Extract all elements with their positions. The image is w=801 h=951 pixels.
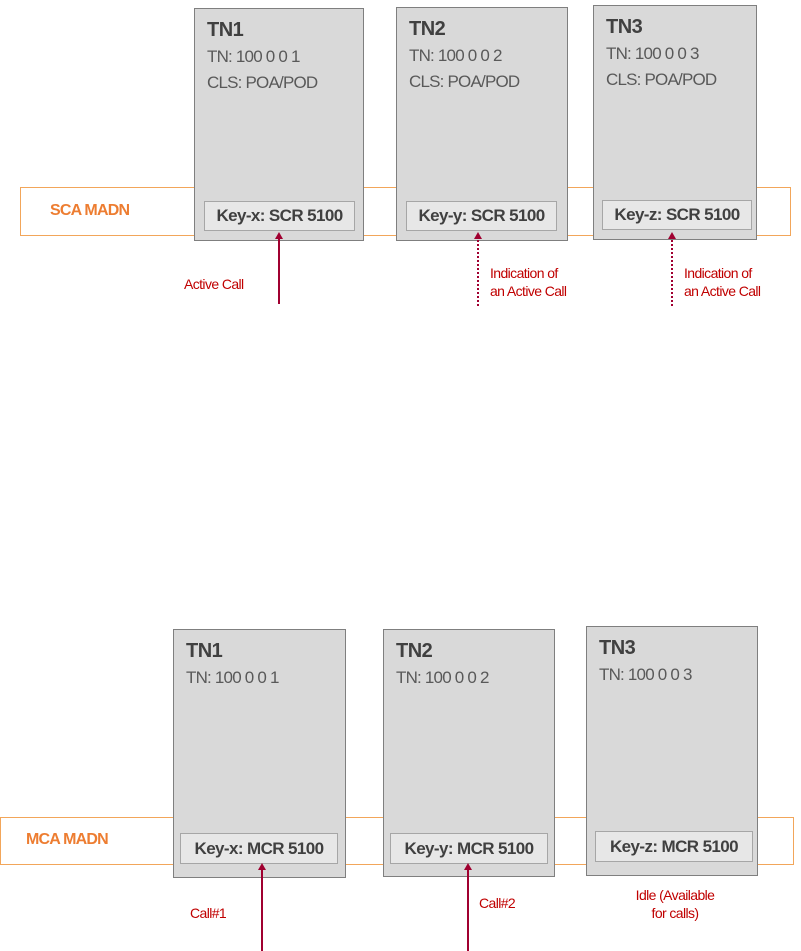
mca-key-z[interactable]: Key-z: MCR 5100 xyxy=(595,831,753,862)
note-idle: Idle (Available for calls) xyxy=(617,886,733,922)
mca-key-x[interactable]: Key-x: MCR 5100 xyxy=(180,833,338,864)
call1-arrow xyxy=(261,869,263,951)
phone-tn: TN: 100 0 0 3 xyxy=(606,44,699,63)
phone-name: TN3 xyxy=(606,16,643,38)
note-line: an Active Call xyxy=(490,283,567,299)
note-call1: Call#1 xyxy=(190,905,227,921)
mca-phone-tn1: TN1 TN: 100 0 0 1 Key-x: MCR 5100 xyxy=(173,629,346,878)
phone-name: TN2 xyxy=(409,18,446,40)
sca-key-y[interactable]: Key-y: SCR 5100 xyxy=(406,201,557,231)
note-call2: Call#2 xyxy=(479,895,516,911)
mca-phone-tn3: TN3 TN: 100 0 0 3 Key-z: MCR 5100 xyxy=(586,626,758,876)
arrow-head xyxy=(275,232,283,239)
arrow-head xyxy=(474,232,482,239)
mca-key-y[interactable]: Key-y: MCR 5100 xyxy=(390,833,548,864)
phone-tn: TN: 100 0 0 3 xyxy=(599,665,692,684)
phone-tn: TN: 100 0 0 2 xyxy=(396,668,489,687)
sca-key-z[interactable]: Key-z: SCR 5100 xyxy=(602,200,752,230)
arrow-head xyxy=(668,232,676,239)
sca-phone-tn3: TN3 TN: 100 0 0 3 CLS: POA/POD Key-z: SC… xyxy=(593,5,757,240)
mca-diagram: MCA MADN TN1 TN: 100 0 0 1 Key-x: MCR 51… xyxy=(0,610,801,951)
arrow-head xyxy=(258,863,266,870)
phone-name: TN1 xyxy=(207,19,244,41)
sca-diagram: SCA MADN TN1 TN: 100 0 0 1 CLS: POA/POD … xyxy=(0,0,801,320)
note-active-call: Active Call xyxy=(184,276,244,292)
phone-tn: TN: 100 0 0 2 xyxy=(409,46,502,65)
arrow-head xyxy=(464,863,472,870)
note-line: Indication of xyxy=(684,265,752,281)
phone-cls: CLS: POA/POD xyxy=(606,70,717,89)
phone-cls: CLS: POA/POD xyxy=(207,73,318,92)
sca-key-x[interactable]: Key-x: SCR 5100 xyxy=(204,201,355,231)
call2-arrow xyxy=(467,869,469,951)
note-indication-tn3: Indication of an Active Call xyxy=(684,264,761,300)
note-line: for calls) xyxy=(651,905,700,921)
indication-arrow-tn3 xyxy=(671,240,673,306)
phone-tn: TN: 100 0 0 1 xyxy=(186,668,279,687)
phone-tn: TN: 100 0 0 1 xyxy=(207,47,300,66)
mca-madn-label: MCA MADN xyxy=(26,831,109,848)
sca-phone-tn1: TN1 TN: 100 0 0 1 CLS: POA/POD Key-x: SC… xyxy=(194,8,364,241)
phone-name: TN3 xyxy=(599,637,636,659)
note-indication-tn2: Indication of an Active Call xyxy=(490,264,567,300)
mca-phone-tn2: TN2 TN: 100 0 0 2 Key-y: MCR 5100 xyxy=(383,629,555,877)
note-line: an Active Call xyxy=(684,283,761,299)
phone-cls: CLS: POA/POD xyxy=(409,72,520,91)
phone-name: TN1 xyxy=(186,640,223,662)
sca-madn-label: SCA MADN xyxy=(50,202,130,219)
sca-phone-tn2: TN2 TN: 100 0 0 2 CLS: POA/POD Key-y: SC… xyxy=(396,7,568,241)
note-line: Indication of xyxy=(490,265,558,281)
phone-name: TN2 xyxy=(396,640,433,662)
active-call-arrow xyxy=(278,238,280,304)
indication-arrow-tn2 xyxy=(477,240,479,306)
note-line: Idle (Available xyxy=(635,887,715,903)
